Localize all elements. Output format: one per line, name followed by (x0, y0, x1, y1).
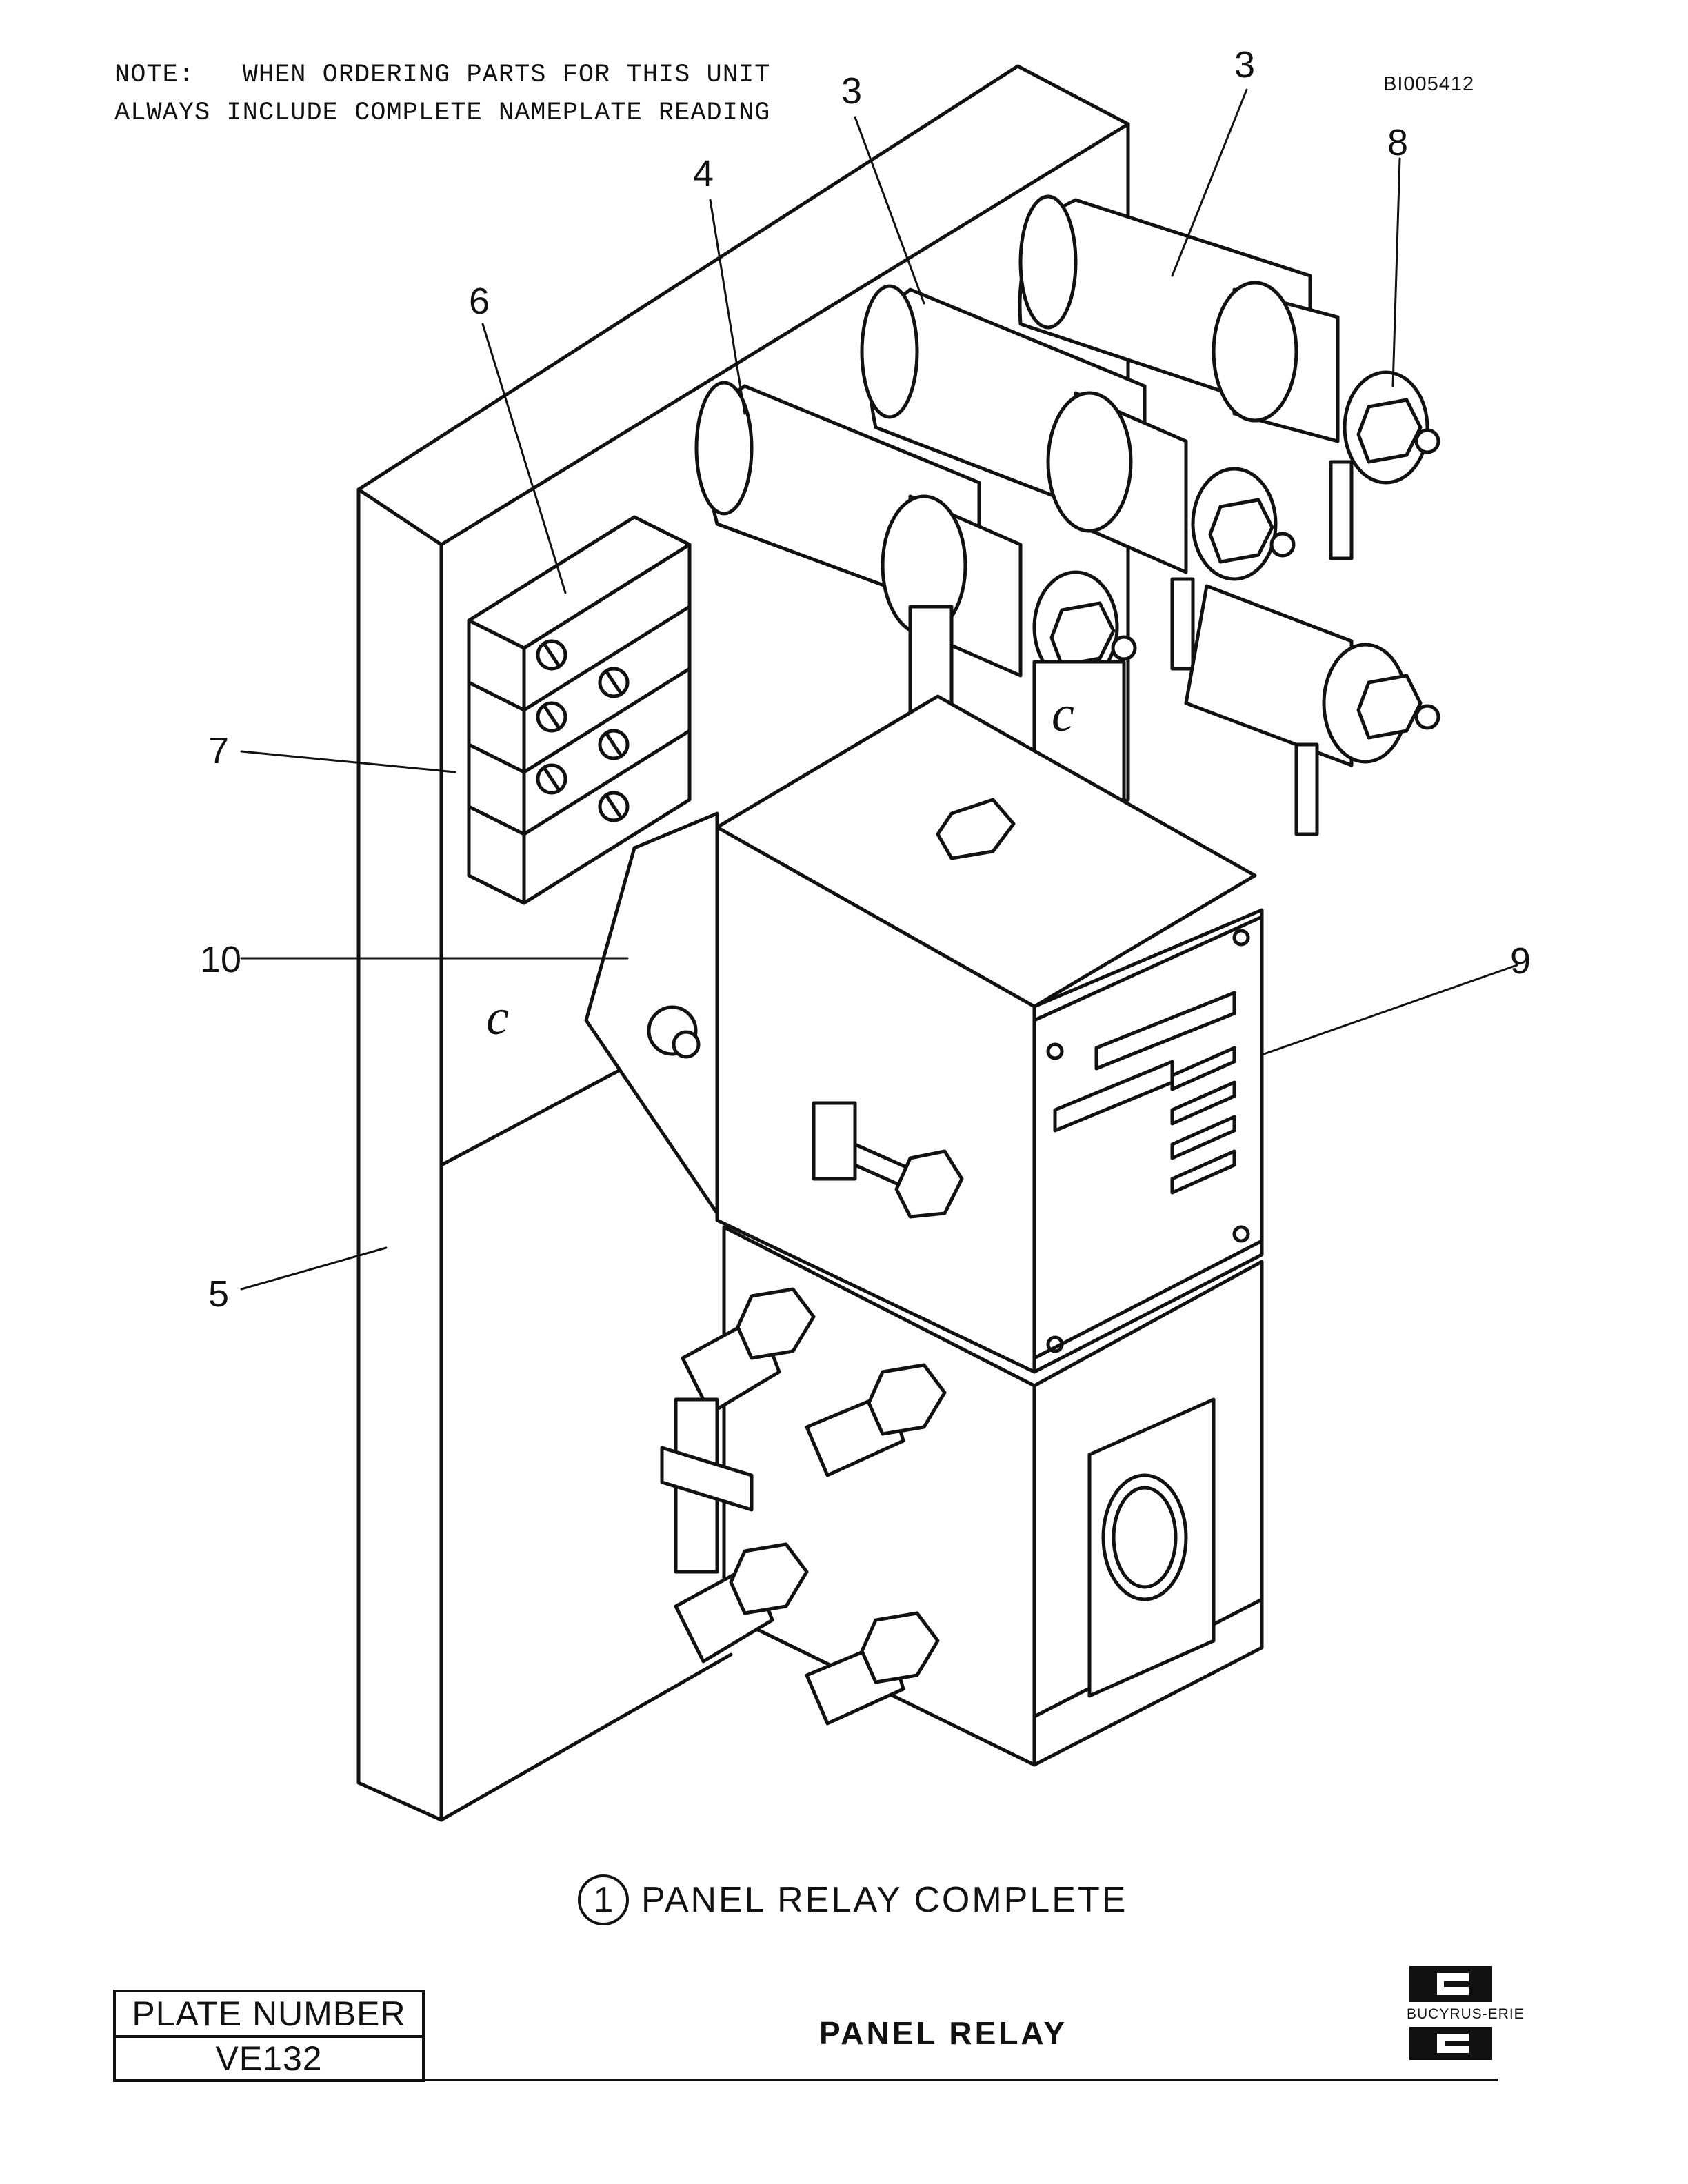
capacitor-lower-right (1184, 584, 1440, 836)
callout-3-middle: 3 (841, 70, 862, 112)
callout-7: 7 (208, 730, 229, 771)
plate-number-box: PLATE NUMBER VE132 (113, 1990, 425, 2082)
callout-8: 8 (1387, 122, 1408, 163)
logo-e-mark (1409, 2027, 1492, 2060)
nameplate (1032, 915, 1264, 1360)
callout-5: 5 (208, 1273, 229, 1315)
capacitor-front (694, 381, 1137, 685)
ordering-note: NOTE: WHEN ORDERING PARTS FOR THIS UNIT A… (114, 57, 770, 132)
capacitor-middle (860, 284, 1296, 671)
footer-rule (422, 2079, 1498, 2081)
caption-text: PANEL RELAY COMPLETE (641, 1880, 1128, 1920)
callout-6: 6 (469, 281, 490, 322)
terminal-block (467, 515, 692, 905)
plate-number-value: VE132 (116, 2035, 422, 2079)
callout-3-rear: 3 (1234, 44, 1255, 85)
note-line-1: NOTE: WHEN ORDERING PARTS FOR THIS UNIT (114, 61, 771, 90)
drawing-title: PANEL RELAY (819, 2015, 1068, 2051)
svg-text:c: c (486, 989, 509, 1046)
note-line-2: ALWAYS INCLUDE COMPLETE NAMEPLATE READIN… (114, 99, 771, 128)
svg-text:c: c (1052, 686, 1074, 742)
logo-b-mark (1409, 1966, 1492, 2002)
document-id: BI005412 (1383, 73, 1475, 95)
callout-9: 9 (1510, 940, 1531, 982)
company-logo: BUCYRUS-ERIE (1407, 1966, 1531, 2060)
leader-lines (240, 88, 1518, 1291)
relay-terminal-studs (660, 1287, 947, 1726)
callout-4: 4 (693, 153, 714, 194)
relay-lower-housing (722, 1225, 1264, 1767)
callout-10: 10 (200, 939, 241, 980)
figure-caption: 1 PANEL RELAY COMPLETE (578, 1872, 1127, 1928)
capacitor-rear (1018, 194, 1440, 560)
logo-company-name: BUCYRUS-ERIE (1407, 2006, 1525, 2022)
caption-item-number: 1 (578, 1874, 629, 1925)
plate-number-label: PLATE NUMBER (132, 1994, 406, 2033)
callout-numbers: 3 3 8 4 6 7 10 9 5 (200, 44, 1531, 1315)
